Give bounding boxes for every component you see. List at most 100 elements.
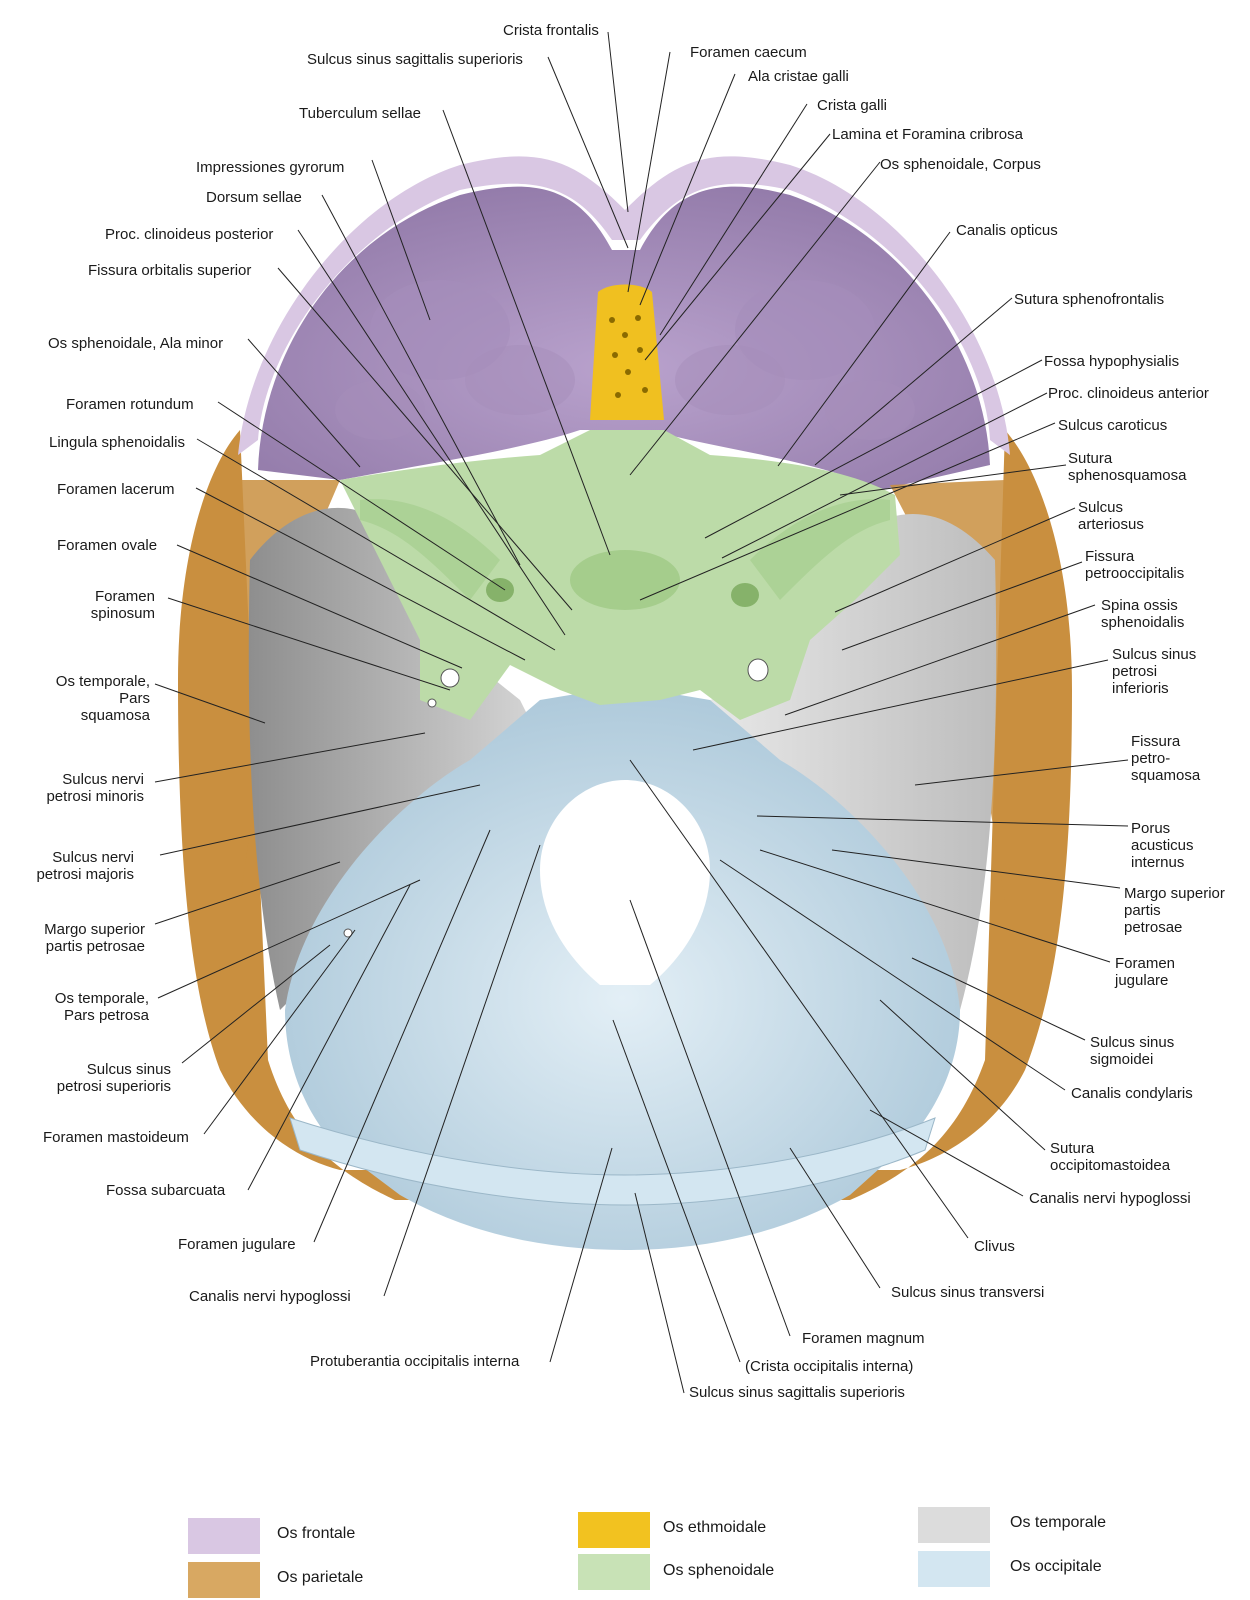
label-crista-galli: Crista galli	[817, 97, 888, 114]
parietal-bone	[178, 430, 1072, 1200]
legend-swatch-os-frontale	[188, 1518, 260, 1554]
label-sulcus-sinus-sigmoidei: Sulcus sinus sigmoidei	[1090, 1034, 1175, 1068]
label-sutura-sphenofrontalis: Sutura sphenofrontalis	[1014, 291, 1165, 308]
label-sulcus-sinus-sagittalis-superioris-top: Sulcus sinus sagittalis superioris	[307, 51, 523, 68]
leader-line	[789, 1147, 881, 1289]
label-lingula-sphenoidalis: Lingula sphenoidalis	[49, 434, 185, 451]
label-ala-cristae-galli: Ala cristae galli	[748, 68, 849, 85]
leader-line	[634, 1192, 685, 1394]
legend-label-os-occipitale: Os occipitale	[1010, 1558, 1102, 1575]
label-protuberantia-occipitalis-interna: Protuberantia occipitalis interna	[310, 1353, 520, 1370]
leader-line	[549, 1147, 613, 1363]
label-canalis-opticus: Canalis opticus	[956, 222, 1058, 239]
label-os-sphenoidale-ala-minor: Os sphenoidale, Ala minor	[48, 335, 224, 352]
leader-line	[831, 849, 1121, 889]
leader-line	[869, 1109, 1024, 1197]
label-proc-clinoideus-posterior: Proc. clinoideus posterior	[105, 226, 274, 243]
leader-line	[547, 56, 629, 249]
label-sulcus-sinus-petrosi-superioris: Sulcus sinus petrosi superioris	[56, 1061, 171, 1095]
legend-swatch-os-temporale	[918, 1507, 990, 1543]
label-lamina-cribrosa: Lamina et Foramina cribrosa	[832, 126, 1023, 143]
legend-label-os-parietale: Os parietale	[277, 1569, 364, 1586]
label-margo-superior-partis-petrosae-left: Margo superior partis petrosae	[44, 921, 145, 955]
leader-line	[841, 561, 1083, 651]
label-canalis-condylaris: Canalis condylaris	[1071, 1085, 1193, 1102]
label-foramen-lacerum: Foramen lacerum	[57, 481, 175, 498]
label-sulcus-sinus-petrosi-inferioris: Sulcus sinus petrosi inferioris	[1112, 646, 1197, 697]
leader-line	[277, 267, 573, 611]
leader-line	[607, 31, 629, 213]
label-os-temporale-pars-squamosa: Os temporale, Pars squamosa	[55, 673, 150, 724]
legend-swatch-os-ethmoidale	[578, 1512, 650, 1548]
label-sulcus-caroticus: Sulcus caroticus	[1058, 417, 1168, 434]
leader-line	[176, 544, 463, 669]
leader-line	[719, 859, 1066, 1091]
label-foramen-jugulare-right: Foramen jugulare	[1115, 955, 1176, 989]
label-sulcus-sinus-transversi: Sulcus sinus transversi	[891, 1284, 1045, 1301]
label-foramen-jugulare-left: Foramen jugulare	[178, 1236, 296, 1253]
leader-lines	[154, 31, 1129, 1394]
leader-line	[639, 422, 1056, 601]
legend-label-os-temporale: Os temporale	[1010, 1514, 1107, 1531]
leader-line	[721, 392, 1048, 559]
label-foramen-caecum: Foramen caecum	[690, 44, 807, 61]
legend-label-os-frontale: Os frontale	[277, 1525, 356, 1542]
leader-line	[629, 759, 969, 1239]
legend-label-os-sphenoidale: Os sphenoidale	[663, 1562, 775, 1579]
leader-line	[247, 338, 361, 468]
leader-line	[659, 103, 808, 336]
label-foramen-rotundum: Foramen rotundum	[66, 396, 194, 413]
leader-line	[297, 229, 566, 636]
label-sulcus-nervi-petrosi-majoris: Sulcus nervi petrosi majoris	[36, 849, 134, 883]
label-fissura-petrosquamosa: Fissura petro- squamosa	[1131, 733, 1201, 784]
label-fossa-hypophysialis: Fossa hypophysialis	[1044, 353, 1180, 370]
leader-line	[914, 759, 1129, 786]
label-clivus: Clivus	[974, 1238, 1015, 1255]
legend-swatch-os-sphenoidale	[578, 1554, 650, 1590]
leader-line	[167, 597, 451, 691]
leader-line	[181, 944, 331, 1064]
leader-line	[247, 884, 411, 1191]
leader-line	[159, 784, 481, 856]
label-os-temporale-pars-petrosa: Os temporale, Pars petrosa	[54, 990, 149, 1024]
leader-line	[154, 683, 266, 724]
ethmoid-bone	[590, 284, 664, 420]
temporal-bone-left	[248, 507, 540, 1010]
leader-line	[157, 879, 421, 999]
label-proc-clinoideus-anterior: Proc. clinoideus anterior	[1048, 385, 1209, 402]
leader-line	[627, 51, 671, 293]
leader-line	[839, 464, 1067, 496]
leader-line	[644, 133, 831, 361]
legend-swatch-os-occipitale	[918, 1551, 990, 1587]
leader-line	[879, 999, 1046, 1151]
foramen-magnum	[540, 780, 710, 985]
label-foramen-mastoideum: Foramen mastoideum	[43, 1129, 189, 1146]
leader-line	[756, 815, 1129, 827]
leader-line	[629, 161, 881, 476]
label-fissura-petrooccipitalis: Fissura petrooccipitalis	[1085, 548, 1185, 582]
label-sulcus-sinus-sagittalis-superioris-bottom: Sulcus sinus sagittalis superioris	[689, 1384, 905, 1401]
label-sutura-sphenosquamosa: Sutura sphenosquamosa	[1068, 450, 1187, 484]
leader-line	[629, 899, 791, 1337]
leader-line	[195, 487, 526, 661]
leader-line	[371, 159, 431, 321]
label-foramen-magnum: Foramen magnum	[802, 1330, 925, 1347]
leader-line	[784, 604, 1096, 716]
label-impressiones-gyrorum: Impressiones gyrorum	[196, 159, 345, 176]
label-porus-acusticus-internus: Porus acusticus internus	[1131, 820, 1194, 871]
label-fossa-subarcuata: Fossa subarcuata	[106, 1182, 226, 1199]
leader-line	[639, 73, 736, 306]
label-sulcus-arteriosus: Sulcus arteriosus	[1078, 499, 1144, 533]
label-canalis-nervi-hypoglossi-right: Canalis nervi hypoglossi	[1029, 1190, 1191, 1207]
label-tuberculum-sellae: Tuberculum sellae	[299, 105, 421, 122]
label-crista-occipitalis-interna: (Crista occipitalis interna)	[745, 1358, 914, 1375]
leader-line	[704, 359, 1043, 539]
label-sulcus-nervi-petrosi-minoris: Sulcus nervi petrosi minoris	[46, 771, 144, 805]
leader-line	[834, 507, 1076, 613]
label-canalis-nervi-hypoglossi-left: Canalis nervi hypoglossi	[189, 1288, 351, 1305]
frontal-bone-rim	[238, 156, 1010, 455]
leader-line	[911, 957, 1086, 1041]
leader-line	[217, 401, 506, 591]
leader-line	[383, 844, 541, 1297]
